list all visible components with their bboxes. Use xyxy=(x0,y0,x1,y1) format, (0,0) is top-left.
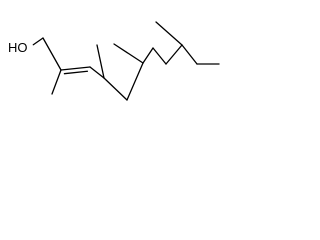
single-bond xyxy=(126,62,144,101)
single-bond xyxy=(51,69,62,95)
single-bond xyxy=(181,44,198,65)
single-bond xyxy=(42,37,62,71)
single-bond xyxy=(89,66,105,79)
single-bond xyxy=(32,37,44,46)
bond-layer xyxy=(32,21,220,101)
single-bond xyxy=(155,21,183,46)
double-bond-primary xyxy=(60,66,91,71)
hydroxyl-label: HO xyxy=(8,40,28,55)
single-bond xyxy=(152,47,167,65)
double-bond-secondary xyxy=(63,70,89,75)
single-bond xyxy=(103,77,128,101)
single-bond xyxy=(142,47,154,64)
molecule-structure: HO xyxy=(8,21,220,101)
single-bond xyxy=(96,44,105,79)
single-bond xyxy=(165,44,183,65)
single-bond xyxy=(113,43,144,64)
atom-label-layer: HO xyxy=(8,40,28,55)
